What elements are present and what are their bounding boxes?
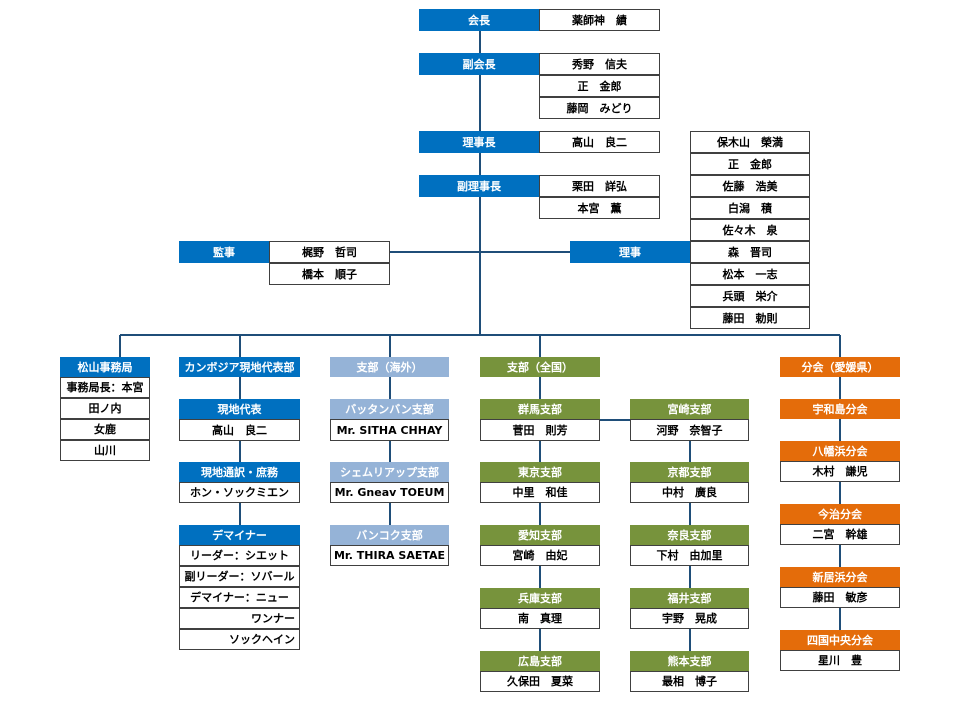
chairman-name: 薬師神 績	[539, 9, 660, 31]
auditor-name: 梶野 哲司	[269, 241, 390, 263]
national-branch-name: 愛知支部	[480, 525, 600, 545]
overseas-branch-head: Mr. THIRA SAETAE	[330, 545, 449, 566]
national-branch-name: 熊本支部	[630, 651, 749, 671]
deminer-name: 副リーダー：ソバール	[179, 566, 300, 587]
overseas-branch-head: Mr. Gneav TOEUM	[330, 482, 449, 503]
auditor-name: 橋本 順子	[269, 263, 390, 285]
vice-chairman-header: 副会長	[419, 53, 539, 75]
director-name: 松本 一志	[690, 263, 810, 285]
office-member: 田ノ内	[60, 398, 150, 419]
vice-chairman-name: 秀野 信夫	[539, 53, 660, 75]
deminer-name: ワンナー	[179, 608, 300, 629]
vice-director-name: 本宮 薫	[539, 197, 660, 219]
director-name: 正 金郎	[690, 153, 810, 175]
national-branch-head: 中里 和佳	[480, 482, 600, 503]
interpreter-name: ホン・ソックミエン	[179, 482, 300, 503]
national-branch-head: 河野 奈智子	[630, 419, 749, 441]
national-branch-name: 京都支部	[630, 462, 749, 482]
office-member: 山川	[60, 440, 150, 461]
national-branch-head: 南 真理	[480, 608, 600, 629]
national-branch-name: 宮崎支部	[630, 399, 749, 419]
deminer-name: リーダー：シエット	[179, 545, 300, 566]
ehime-branch-name: 宇和島分会	[780, 399, 900, 419]
national-branch-name: 福井支部	[630, 588, 749, 608]
vice-director-name: 栗田 詳弘	[539, 175, 660, 197]
ehime-branch-name: 四国中央分会	[780, 630, 900, 650]
matsuyama-office-header: 松山事務局	[60, 357, 150, 377]
director-name: 森 晋司	[690, 241, 810, 263]
cambodia-office-header: カンボジア現地代表部	[179, 357, 300, 377]
national-branches-header: 支部（全国）	[480, 357, 600, 377]
ehime-branch-name: 新居浜分会	[780, 567, 900, 587]
representative-name: 高山 良二	[179, 419, 300, 441]
director-name: 佐藤 浩美	[690, 175, 810, 197]
directors-header: 理事	[570, 241, 690, 263]
director-name: 藤田 勅則	[690, 307, 810, 329]
overseas-branch-name: バッタンバン支部	[330, 399, 449, 419]
ehime-branches-header: 分会（愛媛県）	[780, 357, 900, 377]
deminer-name: ソックヘイン	[179, 629, 300, 650]
overseas-branch-head: Mr. SITHA CHHAY	[330, 419, 449, 441]
deminer-header: デマイナー	[179, 525, 300, 545]
overseas-branch-name: バンコク支部	[330, 525, 449, 545]
director-name: 佐々木 泉	[690, 219, 810, 241]
director-name: 保木山 榮満	[690, 131, 810, 153]
ehime-branch-head: 藤田 敏彦	[780, 587, 900, 608]
office-member: 女鹿	[60, 419, 150, 440]
ehime-branch-name: 今治分会	[780, 504, 900, 524]
director-name: 白潟 積	[690, 197, 810, 219]
national-branch-name: 東京支部	[480, 462, 600, 482]
ehime-branch-head: 星川 豊	[780, 650, 900, 671]
national-branch-head: 中村 廣良	[630, 482, 749, 503]
ehime-branch-name: 八幡浜分会	[780, 441, 900, 461]
national-branch-head: 宮崎 由妃	[480, 545, 600, 566]
national-branch-head: 宇野 晃成	[630, 608, 749, 629]
overseas-branch-name: シェムリアップ支部	[330, 462, 449, 482]
deminer-name: デマイナー：ニュー	[179, 587, 300, 608]
interpreter-header: 現地通訳・庶務	[179, 462, 300, 482]
director-name: 兵頭 栄介	[690, 285, 810, 307]
office-member: 事務局長：本宮	[60, 377, 150, 398]
vice-chairman-name: 藤岡 みどり	[539, 97, 660, 119]
director-general-header: 理事長	[419, 131, 539, 153]
representative-header: 現地代表	[179, 399, 300, 419]
national-branch-head: 最相 博子	[630, 671, 749, 692]
national-branch-head: 久保田 夏菜	[480, 671, 600, 692]
director-general-name: 高山 良二	[539, 131, 660, 153]
overseas-branches-header: 支部（海外）	[330, 357, 449, 377]
vice-chairman-name: 正 金郎	[539, 75, 660, 97]
national-branch-name: 群馬支部	[480, 399, 600, 419]
ehime-branch-head: 木村 謙児	[780, 461, 900, 482]
national-branch-head: 下村 由加里	[630, 545, 749, 566]
chairman-header: 会長	[419, 9, 539, 31]
national-branch-name: 兵庫支部	[480, 588, 600, 608]
national-branch-name: 広島支部	[480, 651, 600, 671]
national-branch-name: 奈良支部	[630, 525, 749, 545]
vice-director-header: 副理事長	[419, 175, 539, 197]
ehime-branch-head: 二宮 幹雄	[780, 524, 900, 545]
auditor-header: 監事	[179, 241, 269, 263]
national-branch-head: 菅田 則芳	[480, 419, 600, 441]
